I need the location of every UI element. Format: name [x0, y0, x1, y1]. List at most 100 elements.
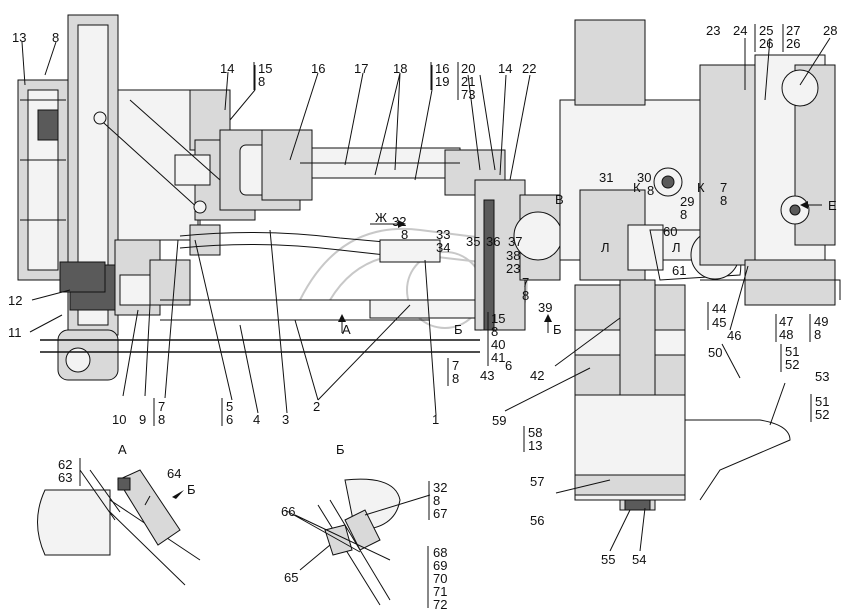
label-64: 64	[167, 466, 181, 481]
label-7: 7	[720, 180, 727, 195]
label-63: 63	[58, 470, 72, 485]
label-59: 59	[492, 413, 506, 428]
label-46: 46	[727, 328, 741, 343]
letter-b1: Б	[454, 322, 463, 337]
label-47: 47	[779, 314, 793, 329]
label-8c: 8	[647, 183, 654, 198]
label-37: 37	[508, 234, 522, 249]
label-48: 48	[779, 327, 793, 342]
label-25: 25	[759, 23, 773, 38]
label-44: 44	[712, 301, 726, 316]
label-20: 20	[461, 61, 475, 76]
label-43: 43	[480, 368, 494, 383]
label-3: 3	[282, 412, 289, 427]
label-13b: 13	[528, 438, 542, 453]
letter-l1: Л	[601, 240, 610, 255]
label-32b: 32	[433, 480, 447, 495]
label-35: 35	[466, 234, 480, 249]
detail-view-b: Б 32 8 67 66 65 68 69 70 71 72	[281, 442, 447, 612]
label-8g: 8	[522, 288, 529, 303]
radiator-assembly	[17, 14, 119, 381]
label-19: 19	[435, 74, 449, 89]
label-8: 8	[52, 30, 59, 45]
label-68: 68	[433, 545, 447, 560]
label-31: 31	[599, 170, 613, 185]
label-53: 53	[815, 369, 829, 384]
label-56: 56	[530, 513, 544, 528]
label-7b: 7	[522, 275, 529, 290]
label-6: 6	[505, 358, 512, 373]
label-72: 72	[433, 597, 447, 612]
letter-k2: К	[697, 180, 705, 195]
label-17: 17	[354, 61, 368, 76]
engine-block	[93, 89, 301, 241]
label-42: 42	[530, 368, 544, 383]
label-26b: 26	[786, 36, 800, 51]
label-69: 69	[433, 558, 447, 573]
letter-k1: К	[633, 180, 641, 195]
label-12: 12	[8, 293, 22, 308]
label-8j: 8	[814, 327, 821, 342]
label-6b: 6	[226, 412, 233, 427]
label-36: 36	[486, 234, 500, 249]
label-55: 55	[601, 552, 615, 567]
label-5: 5	[226, 399, 233, 414]
label-7d: 7	[158, 399, 165, 414]
label-57: 57	[530, 474, 544, 489]
view-arrows	[338, 201, 822, 333]
letter-zh: Ж	[375, 210, 387, 225]
label-15b: 15	[491, 311, 505, 326]
label-52: 52	[785, 357, 799, 372]
label-62: 62	[58, 457, 72, 472]
label-8k: 8	[158, 412, 165, 427]
label-38: 38	[506, 248, 520, 263]
label-7c: 7	[452, 358, 459, 373]
label-16b: 16	[435, 61, 449, 76]
label-60: 60	[663, 224, 677, 239]
detail-view-a: А 62 63 64 Б	[37, 442, 201, 586]
label-67: 67	[433, 506, 447, 521]
label-13: 13	[12, 30, 26, 45]
label-16: 16	[311, 61, 325, 76]
label-10: 10	[112, 412, 126, 427]
label-14: 14	[220, 61, 234, 76]
label-66: 66	[281, 504, 295, 519]
label-2: 2	[313, 399, 320, 414]
label-58: 58	[528, 425, 542, 440]
drive-axle	[574, 279, 791, 511]
label-39: 39	[538, 300, 552, 315]
label-45: 45	[712, 315, 726, 330]
label-15: 15	[258, 61, 272, 76]
label-22: 22	[522, 61, 536, 76]
label-8h: 8	[491, 324, 498, 339]
view-a-title: А	[118, 442, 127, 457]
label-9: 9	[139, 412, 146, 427]
view-b-title: Б	[336, 442, 345, 457]
label-51b: 51	[815, 394, 829, 409]
label-71: 71	[433, 584, 447, 599]
label-52b: 52	[815, 407, 829, 422]
label-24: 24	[733, 23, 747, 38]
label-61: 61	[672, 263, 686, 278]
label-34: 34	[436, 240, 450, 255]
label-73: 73	[461, 87, 475, 102]
label-51: 51	[785, 344, 799, 359]
letter-a: А	[342, 322, 351, 337]
label-41: 41	[491, 350, 505, 365]
label-14b: 14	[498, 61, 512, 76]
label-49: 49	[814, 314, 828, 329]
label-8e: 8	[680, 207, 687, 222]
hydraulic-pump	[59, 224, 221, 316]
label-26: 26	[759, 36, 773, 51]
letter-b3: Б	[187, 482, 196, 497]
label-8f: 8	[401, 227, 408, 242]
label-8d: 8	[720, 193, 727, 208]
label-27: 27	[786, 23, 800, 38]
label-1: 1	[432, 412, 439, 427]
label-54: 54	[632, 552, 646, 567]
label-29: 29	[680, 194, 694, 209]
label-11: 11	[8, 325, 22, 340]
letter-e: Е	[828, 198, 837, 213]
frame-rails	[40, 231, 481, 353]
